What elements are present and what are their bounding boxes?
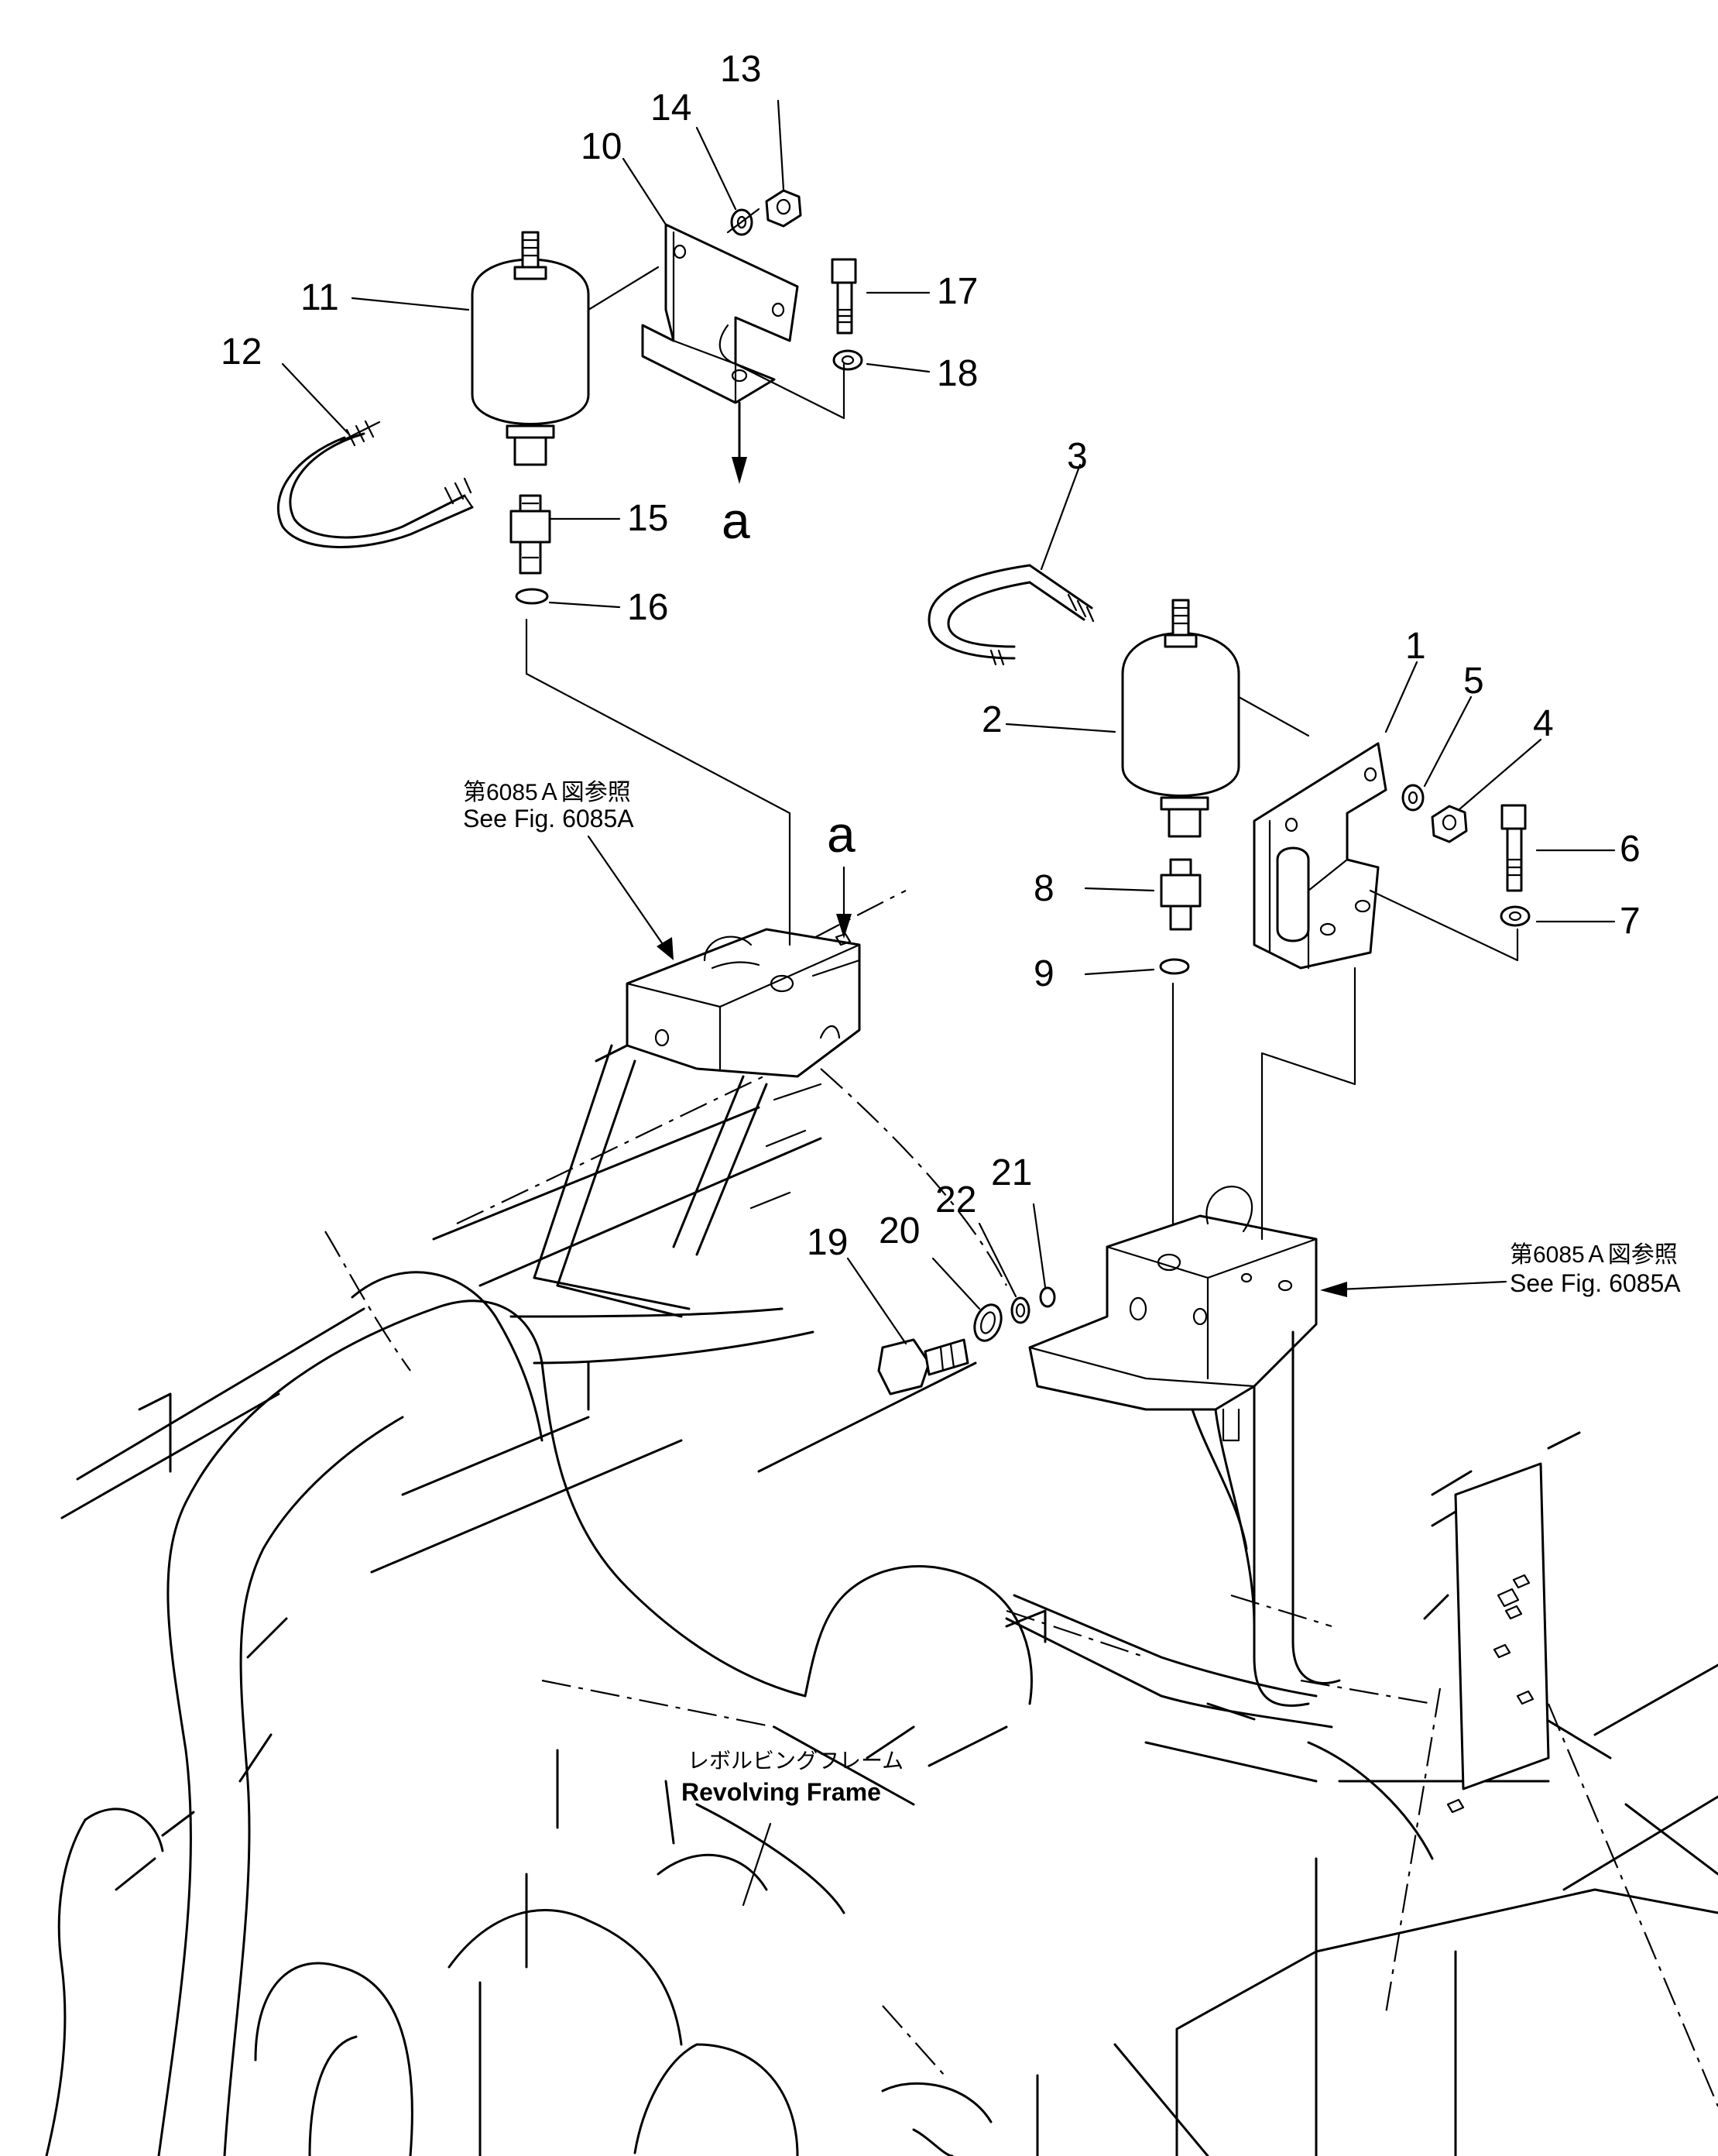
- gasket-20: [973, 1303, 1003, 1342]
- u-bolt-12: [276, 420, 474, 548]
- arrow-label-a-lower: a: [827, 805, 856, 863]
- part-label-5: 5: [1463, 661, 1484, 702]
- bolt-17: [831, 258, 857, 335]
- leader-lines: [281, 99, 1616, 1907]
- part-label-20: 20: [879, 1210, 920, 1251]
- o-ring-9: [1159, 958, 1190, 975]
- part-label-22: 22: [935, 1179, 976, 1220]
- part-labels: 13 14 10 11 12 17 18 15 16 3 2 1 5 4 6 7…: [221, 49, 1681, 1806]
- part-label-12: 12: [221, 331, 262, 372]
- part-label-8: 8: [1034, 868, 1054, 909]
- right-accumulator-assembly: [928, 564, 1531, 1241]
- part-label-9: 9: [1034, 953, 1054, 994]
- part-label-19: 19: [807, 1222, 848, 1263]
- part-label-15: 15: [627, 498, 668, 539]
- plug-19: [877, 1338, 969, 1396]
- revolving-frame-label-en: Revolving Frame: [681, 1778, 881, 1806]
- o-ring-16: [515, 588, 549, 605]
- bracket-1: [1253, 742, 1387, 970]
- part-label-6: 6: [1620, 829, 1641, 870]
- washer-5: [1401, 784, 1425, 812]
- upper-left-accumulator-assembly: [276, 189, 863, 946]
- part-label-21: 21: [991, 1152, 1032, 1193]
- arrow-label-a-upper: a: [722, 492, 750, 549]
- part-label-4: 4: [1533, 703, 1554, 744]
- right-valve-block: [1028, 1186, 1341, 1707]
- nut-4: [1431, 805, 1468, 843]
- accumulator-11: [471, 231, 590, 466]
- part-label-3: 3: [1067, 436, 1088, 477]
- part-label-13: 13: [720, 49, 761, 90]
- part-label-7: 7: [1620, 901, 1641, 942]
- bolt-6: [1500, 804, 1527, 892]
- revolving-frame-label-jp: レボルビングフレーム: [688, 1749, 904, 1773]
- o-ring-21: [1039, 1286, 1056, 1308]
- revolving-frame-drawing: [45, 890, 1718, 2156]
- fitting-8: [1160, 858, 1202, 931]
- part-label-18: 18: [937, 353, 978, 394]
- part-label-17: 17: [937, 271, 978, 312]
- reference-left-jp: 第6085Ａ図参照: [463, 780, 631, 805]
- part-label-1: 1: [1405, 626, 1426, 667]
- bracket-10: [641, 223, 799, 404]
- o-ring-22: [1010, 1296, 1030, 1324]
- nut-13: [765, 189, 802, 228]
- part-label-16: 16: [627, 587, 668, 628]
- washer-7: [1500, 905, 1531, 927]
- reference-right-en: See Fig. 6085A: [1510, 1269, 1681, 1297]
- washer-18: [832, 349, 863, 371]
- part-label-11: 11: [300, 277, 339, 318]
- fitting-15: [509, 494, 551, 575]
- reference-left-en: See Fig. 6085A: [463, 805, 634, 833]
- accumulator-2: [1121, 599, 1240, 838]
- u-bolt-3: [928, 564, 1095, 666]
- part-label-14: 14: [650, 88, 691, 129]
- left-valve-block: [533, 928, 861, 1318]
- reference-right-jp: 第6085Ａ図参照: [1510, 1242, 1678, 1268]
- part-label-10: 10: [581, 126, 622, 167]
- part-label-2: 2: [982, 699, 1003, 740]
